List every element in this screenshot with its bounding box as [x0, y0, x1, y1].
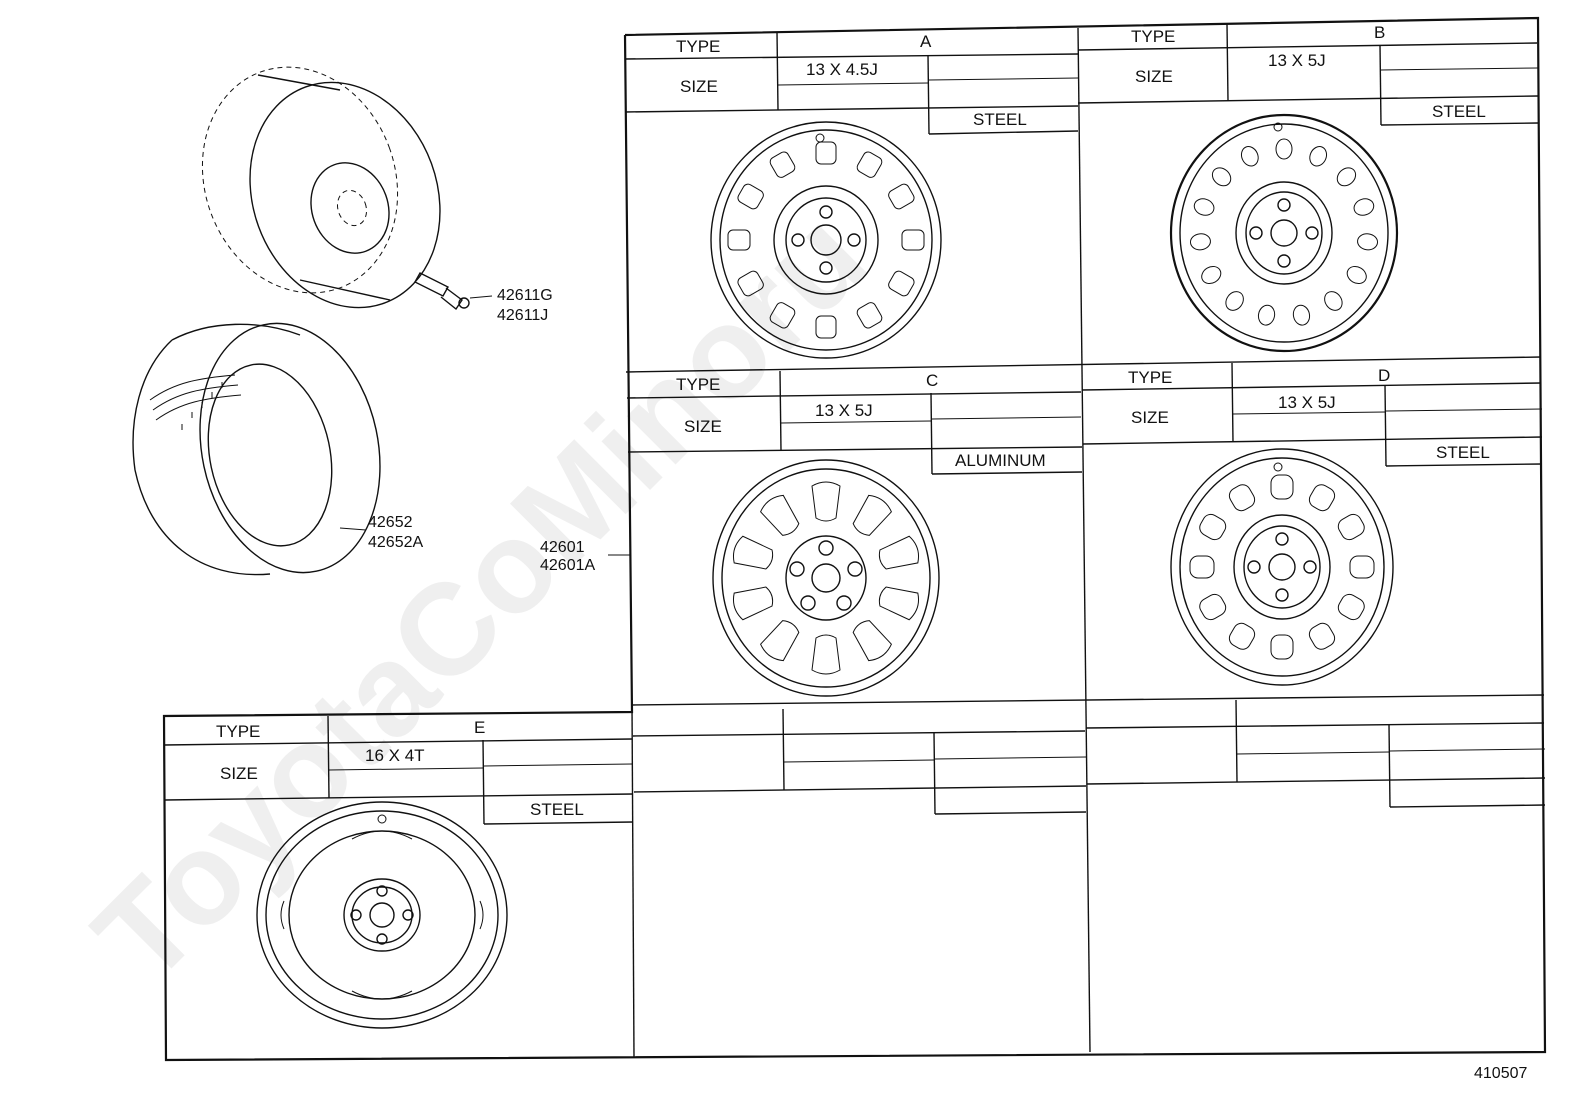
type-value-b: B — [1374, 23, 1385, 42]
wheel-a-slots — [727, 141, 925, 339]
wheel-illustration-b — [1169, 113, 1399, 353]
material-value-e: STEEL — [530, 800, 584, 819]
type-value-c: C — [926, 371, 938, 390]
spec-table-d — [1081, 362, 1543, 467]
spec-table-a — [624, 31, 1079, 135]
size-label-a: SIZE — [680, 77, 718, 96]
wheel-illustration-a — [710, 121, 942, 359]
part-number-tire-a: 42652A — [368, 534, 423, 551]
empty-spec-table-1 — [632, 708, 1087, 815]
wheel-illustration-e — [256, 801, 508, 1029]
type-label-b: TYPE — [1131, 27, 1175, 46]
spec-table-e — [163, 715, 634, 825]
watermark-text: ToyotaCoMinoru — [67, 183, 894, 1010]
size-value-a: 13 X 4.5J — [806, 60, 878, 79]
type-label-c: TYPE — [676, 375, 720, 394]
figure-code: 410507 — [1474, 1065, 1527, 1082]
wheel-illustration-c — [712, 459, 940, 697]
type-label-a: TYPE — [676, 37, 720, 56]
wheel-c-windows — [732, 481, 920, 675]
size-label-b: SIZE — [1135, 67, 1173, 86]
wheel-b-holes — [1189, 138, 1379, 326]
size-label-e: SIZE — [220, 764, 258, 783]
material-value-b: STEEL — [1432, 102, 1486, 121]
size-value-e: 16 X 4T — [365, 746, 425, 765]
type-label-d: TYPE — [1128, 368, 1172, 387]
type-value-d: D — [1378, 366, 1390, 385]
size-value-d: 13 X 5J — [1278, 393, 1336, 412]
spec-table-b — [1077, 23, 1539, 126]
material-value-c: ALUMINUM — [955, 451, 1046, 470]
material-value-a: STEEL — [973, 110, 1027, 129]
rim-illustration — [201, 66, 441, 309]
size-label-d: SIZE — [1131, 408, 1169, 427]
type-value-e: E — [474, 718, 485, 737]
valve-stem-illustration — [414, 272, 493, 311]
type-label-e: TYPE — [216, 722, 260, 741]
part-number-tire: 42652 — [368, 514, 413, 531]
table-frame — [162, 16, 1547, 1062]
type-value-a: A — [920, 32, 932, 51]
part-number-valve-g: 42611G — [497, 287, 553, 304]
part-number-valve-j: 42611J — [497, 307, 548, 324]
size-value-c: 13 X 5J — [815, 401, 873, 420]
wheel-illustration-d — [1170, 448, 1394, 686]
spec-table-c — [626, 370, 1083, 475]
tire-illustration — [132, 322, 381, 576]
wheel-d-slots — [1189, 474, 1375, 660]
size-label-c: SIZE — [684, 417, 722, 436]
material-value-d: STEEL — [1436, 443, 1490, 462]
part-number-wheel-a: 42601A — [540, 557, 595, 574]
part-number-wheel: 42601 — [540, 539, 585, 556]
empty-spec-table-2 — [1085, 699, 1546, 808]
size-value-b: 13 X 5J — [1268, 51, 1326, 70]
